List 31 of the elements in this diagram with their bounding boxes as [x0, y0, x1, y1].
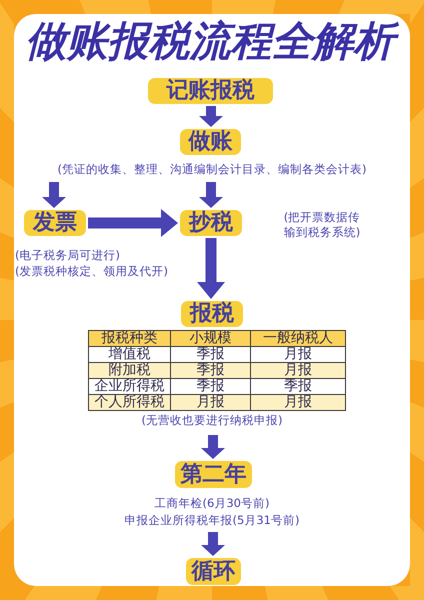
step-note: (把开票数据传输到税务系统) [282, 210, 362, 240]
arrow [88, 209, 178, 237]
title: 做账报税流程全解析 [20, 14, 404, 68]
table-cell: 月报 [170, 394, 251, 411]
table-cell: 个人所得税 [88, 394, 171, 411]
step-box: 做账 [180, 129, 241, 155]
arrow [201, 435, 225, 459]
arrow [199, 182, 223, 208]
table-header-cell: 报税种类 [88, 330, 171, 347]
step-note: (凭证的收集、整理、沟通编制会计目录、编制各类会计表) [58, 162, 366, 177]
arrow [201, 532, 225, 556]
step-box: 记账报税 [148, 78, 273, 104]
step-note: 工商年检(6月30号前) [154, 496, 270, 511]
step-box: 循环 [186, 558, 241, 585]
table-header-cell: 一般纳税人 [250, 330, 346, 347]
arrow [197, 238, 225, 299]
step-note: (电子税务局可进行) [15, 248, 120, 263]
step-box: 发票 [24, 210, 86, 236]
arrow [199, 106, 223, 127]
table-note: (无营收也要进行纳税申报) [142, 413, 282, 428]
table-cell: 季报 [170, 362, 251, 379]
table-cell: 月报 [250, 362, 346, 379]
arrow [42, 182, 66, 208]
step-box: 抄税 [180, 210, 242, 236]
step-box: 第二年 [175, 461, 252, 488]
table-header-cell: 小规模 [170, 330, 251, 347]
step-note: (发票税种核定、领用及代开) [15, 264, 168, 279]
step-box: 报税 [181, 301, 243, 327]
step-note: 申报企业所得税年报(5月31号前) [124, 513, 300, 528]
table-cell: 月报 [250, 394, 346, 411]
table-cell: 附加税 [88, 362, 171, 379]
